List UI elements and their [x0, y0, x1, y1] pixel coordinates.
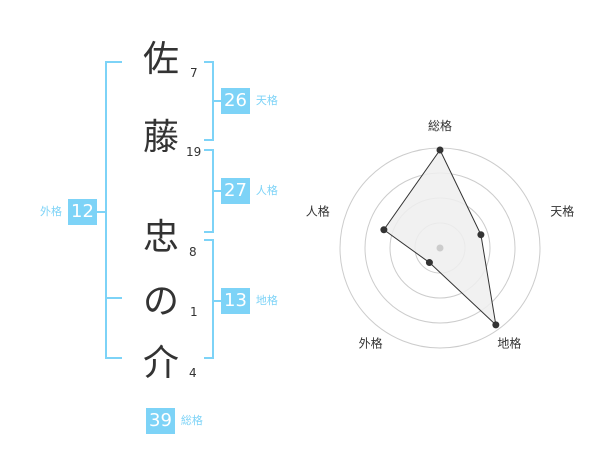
tenkaku-label: 天格	[255, 94, 278, 107]
jinkaku-badge: 27 人格	[221, 178, 278, 204]
stroke-count-3: 8	[189, 245, 197, 259]
chikaku-badge: 13 地格	[221, 288, 278, 314]
chikaku-label: 地格	[255, 294, 278, 307]
chikaku-value: 13	[221, 288, 250, 314]
tenkaku-badge: 26 天格	[221, 88, 278, 114]
radar-axis-label-2: 天格	[550, 204, 574, 219]
soukaku-label: 総格	[180, 414, 203, 427]
stroke-count-5: 4	[189, 366, 197, 380]
radar-center-dot	[436, 244, 444, 252]
radar-point-2	[477, 231, 485, 239]
gaikaku-label: 外格	[40, 205, 62, 218]
name-char-3: 忠	[142, 217, 179, 258]
name-char-2: 藤	[142, 117, 179, 158]
chikaku-bracket	[204, 239, 214, 359]
gaikaku-bracket	[105, 61, 122, 359]
gaikaku-badge: 外格 12	[40, 199, 97, 225]
name-char-4: の	[142, 281, 179, 322]
name-char-5: 介	[142, 343, 179, 384]
radar-axis-label-3: 地格	[497, 335, 521, 350]
radar-point-3	[492, 321, 500, 329]
stroke-count-1: 7	[190, 66, 198, 80]
stroke-count-4: 1	[190, 305, 198, 319]
radar-points	[380, 146, 500, 329]
stroke-count-2: 19	[186, 145, 202, 159]
radar-axis-label-1: 総格	[428, 118, 452, 133]
radar-point-5	[380, 226, 388, 234]
radar-axis-label-4: 外格	[359, 335, 383, 350]
gaikaku-value: 12	[68, 199, 97, 225]
radar-point-1	[436, 146, 444, 154]
soukaku-badge: 39 総格	[146, 408, 203, 434]
jinkaku-value: 27	[221, 178, 250, 204]
radar-polygon	[383, 149, 497, 327]
jinkaku-label: 人格	[255, 184, 278, 197]
radar-axis-label-5: 人格	[306, 204, 330, 219]
tenkaku-value: 26	[221, 88, 250, 114]
soukaku-value: 39	[146, 408, 175, 434]
radar-point-4	[425, 259, 433, 267]
name-char-1: 佐	[142, 39, 179, 80]
